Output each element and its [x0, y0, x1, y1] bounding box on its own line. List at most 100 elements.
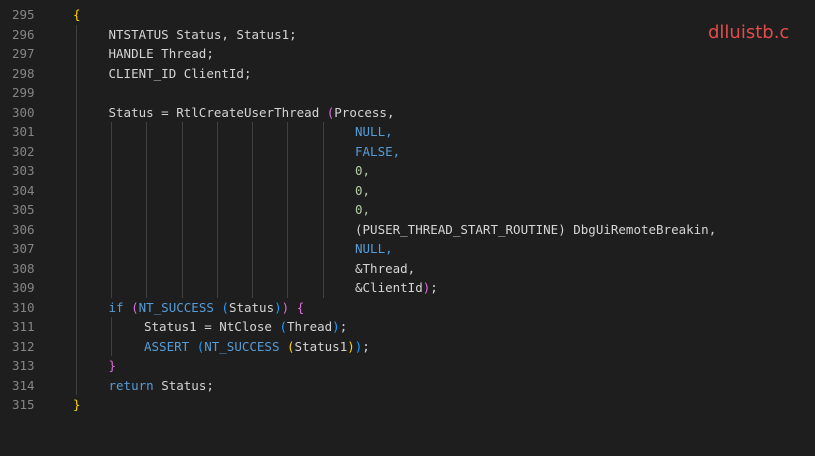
code-token: NT_SUCCESS [138, 299, 222, 315]
line-number: 299 [12, 85, 35, 100]
code-line[interactable]: 295 { [0, 5, 815, 24]
indent-guide [217, 122, 218, 298]
line-number: 305 [12, 202, 35, 217]
code-line[interactable]: 313} [0, 356, 815, 375]
code-text: { [73, 5, 81, 24]
code-token: ( [279, 319, 287, 334]
code-token: { [73, 7, 81, 22]
code-token: HANDLE Thread; [108, 46, 214, 61]
indent-guide [111, 317, 112, 356]
code-token: return [108, 377, 162, 393]
line-number: 300 [12, 104, 35, 120]
code-line[interactable]: 306 (PUSER_THREAD_START_ROUTINE) DbgUiRem… [0, 220, 815, 239]
code-token: } [73, 397, 81, 412]
line-number: 314 [12, 377, 35, 393]
code-line[interactable]: 299 [0, 83, 815, 102]
code-token: FALSE, [355, 143, 401, 159]
code-text: ASSERT (NT_SUCCESS (Status1)); [144, 337, 370, 356]
code-token: ) [354, 338, 363, 354]
indent-guide [287, 122, 288, 298]
code-line[interactable]: 309&ClientId); [0, 278, 815, 297]
code-token: { [296, 299, 305, 315]
line-number: 296 [12, 26, 35, 42]
indent-guide [182, 122, 183, 298]
code-token: ) [422, 280, 431, 295]
code-token: Status; [161, 377, 214, 393]
indent-guide [76, 24, 77, 395]
code-token: ASSERT [144, 338, 197, 354]
line-number: 304 [12, 182, 35, 198]
line-number: 310 [12, 299, 35, 315]
code-token: ; [362, 338, 370, 354]
line-number: 307 [12, 241, 35, 256]
code-text: return Status; [109, 376, 214, 395]
code-token: ( [326, 104, 335, 120]
code-text: HANDLE Thread; [109, 44, 214, 63]
indent-guide [146, 122, 147, 298]
line-number: 295 [12, 7, 35, 22]
code-token: Process, [334, 104, 395, 120]
line-number: 306 [12, 221, 35, 237]
code-token: ) [332, 319, 340, 334]
code-token: NULL, [355, 241, 393, 256]
line-number: 302 [12, 143, 35, 159]
code-line[interactable]: 300 Status = RtlCreateUserThread (Process… [0, 103, 815, 122]
code-text: CLIENT_ID ClientId; [109, 64, 252, 83]
code-text: FALSE, [355, 142, 400, 161]
code-line[interactable]: 310 if (NT_SUCCESS (Status)) { [0, 298, 815, 317]
code-token: (PUSER_THREAD_START_ROUTINE) DbgUiRemote… [355, 221, 717, 237]
code-token [289, 300, 297, 315]
code-token: CLIENT_ID ClientId; [108, 65, 252, 81]
code-token: ) [274, 299, 282, 315]
code-line[interactable]: 305 0, [0, 200, 815, 219]
code-line[interactable]: 312 ASSERT (NT_SUCCESS (Status1)); [0, 337, 815, 356]
code-token: ( [287, 338, 295, 354]
line-number: 303 [12, 163, 35, 178]
file-name-label: dlluistb.c [708, 22, 790, 43]
code-token: ; [430, 280, 438, 295]
indent-guide [111, 122, 112, 298]
code-text: 0, [355, 181, 370, 200]
code-line[interactable]: 298 CLIENT_ID ClientId; [0, 64, 815, 83]
line-number: 311 [12, 319, 35, 334]
code-token: 0, [355, 182, 371, 198]
code-line[interactable]: 303 0, [0, 161, 815, 180]
code-token: ) [347, 338, 355, 354]
code-line[interactable]: 315} [0, 395, 815, 414]
code-line[interactable]: 302 FALSE, [0, 142, 815, 161]
code-text: 0, [355, 200, 370, 219]
code-text: &ClientId); [355, 278, 438, 297]
code-token: NULL, [355, 124, 393, 139]
line-number: 312 [12, 338, 35, 354]
code-token: &Thread, [355, 260, 416, 276]
line-number: 298 [12, 65, 35, 81]
code-line[interactable]: 314 return Status; [0, 376, 815, 395]
code-text: if (NT_SUCCESS (Status)) { [109, 298, 305, 317]
code-text: 0, [355, 161, 370, 180]
code-token: NTSTATUS Status, Status1; [108, 26, 297, 42]
line-number: 308 [12, 260, 35, 276]
code-line[interactable]: 304 0, [0, 181, 815, 200]
code-token: Thread [287, 319, 333, 334]
code-token: } [108, 358, 117, 373]
code-line[interactable]: 308&Thread, [0, 259, 815, 278]
code-text: (PUSER_THREAD_START_ROUTINE) DbgUiRemote… [355, 220, 716, 239]
code-token: ( [221, 299, 229, 315]
line-number: 309 [12, 280, 35, 295]
code-text: NULL, [355, 239, 393, 258]
code-token: if [108, 299, 132, 315]
code-text: &Thread, [355, 259, 415, 278]
code-text: Status = RtlCreateUserThread (Process, [109, 103, 395, 122]
code-token: ) [281, 299, 290, 315]
code-token: 0, [355, 202, 371, 217]
code-text: NTSTATUS Status, Status1; [109, 25, 297, 44]
code-line[interactable]: 296 NTSTATUS Status, Status1; [0, 25, 815, 44]
code-line[interactable]: 307 NULL, [0, 239, 815, 258]
code-token: ( [196, 338, 205, 354]
line-number: 313 [12, 358, 35, 373]
code-token: Status = RtlCreateUserThread [108, 104, 327, 120]
